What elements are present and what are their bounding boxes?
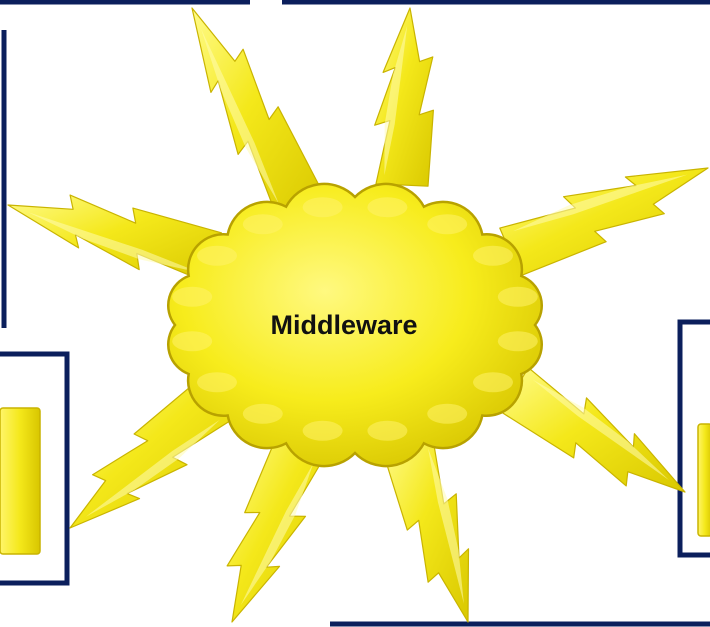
right-component-block [698, 424, 710, 536]
bolt-bottom-left-icon [227, 439, 324, 623]
left-component-block [0, 408, 40, 554]
cloud-highlight [427, 214, 467, 234]
cloud-highlight [367, 421, 407, 441]
cloud-highlight [303, 421, 343, 441]
cloud-highlight [172, 331, 212, 351]
cloud-highlight [498, 287, 538, 307]
cloud-highlight [172, 287, 212, 307]
cloud-highlight [427, 404, 467, 424]
bolt-lower-right-icon [502, 368, 685, 492]
cloud-highlight [197, 372, 237, 392]
cloud-highlight [243, 214, 283, 234]
cloud-highlight [473, 372, 513, 392]
cloud-highlight [197, 246, 237, 266]
bolt-top-icon [375, 8, 434, 186]
cloud-highlight [367, 197, 407, 217]
middleware-label: Middleware [270, 310, 417, 340]
bolt-top-left-icon [192, 8, 323, 218]
cloud-highlight [498, 331, 538, 351]
bolt-right-icon [500, 168, 708, 276]
cloud-highlight [243, 404, 283, 424]
cloud-highlight [303, 197, 343, 217]
cloud-highlight [473, 246, 513, 266]
